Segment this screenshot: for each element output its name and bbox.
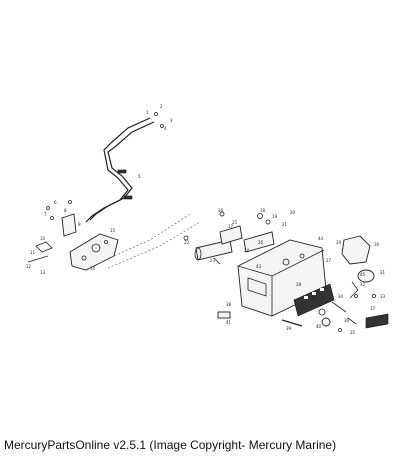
part-number-1: 1: [146, 110, 149, 115]
part-number-6: 6: [54, 200, 57, 205]
part-number-40: 40: [316, 324, 322, 329]
part-number-26: 26: [258, 240, 264, 245]
right-side-parts: [331, 235, 389, 329]
part-number-23: 23: [210, 258, 216, 263]
decal-panel: [293, 283, 335, 317]
part-number-15: 15: [110, 228, 116, 233]
linkage-parts: [183, 211, 275, 265]
part-number-38: 38: [226, 302, 232, 307]
left-bracket-assembly: [27, 200, 77, 263]
part-number-29: 29: [336, 240, 342, 245]
part-number-28: 28: [296, 282, 302, 287]
part-number-41: 41: [226, 320, 232, 325]
part-number-21: 21: [282, 222, 288, 227]
part-number-39: 39: [286, 326, 292, 331]
throttle-plate: [69, 233, 119, 271]
part-number-27: 27: [326, 258, 332, 263]
part-number-37: 37: [370, 306, 376, 311]
part-number-44: 44: [318, 236, 324, 241]
part-number-22: 22: [184, 240, 190, 245]
part-number-10: 10: [40, 236, 46, 241]
part-number-2: 2: [160, 104, 163, 109]
part-number-35: 35: [350, 330, 356, 335]
part-number-30: 30: [374, 242, 380, 247]
part-number-labels: 1234567891011121314151617181920212223242…: [26, 104, 386, 335]
part-number-33: 33: [380, 294, 386, 299]
part-number-36: 36: [344, 318, 350, 323]
control-cables: [85, 112, 164, 223]
part-number-34: 34: [338, 294, 344, 299]
part-number-16: 16: [218, 208, 224, 213]
copyright-caption: MercuryPartsOnline v2.5.1 (Image Copyrig…: [4, 438, 337, 452]
part-number-9: 9: [78, 222, 81, 227]
part-number-24: 24: [244, 248, 250, 253]
part-number-3: 3: [170, 118, 173, 123]
part-number-43: 43: [256, 264, 262, 269]
part-number-19: 19: [272, 214, 278, 219]
part-number-11: 11: [30, 250, 36, 255]
connection-lines: [99, 213, 201, 269]
part-number-4: 4: [164, 126, 167, 131]
part-number-45: 45: [360, 272, 366, 277]
part-number-12: 12: [26, 264, 32, 269]
part-number-25: 25: [232, 220, 238, 225]
part-number-17: 17: [228, 224, 234, 229]
parts-exploded-diagram: 1234567891011121314151617181920212223242…: [26, 104, 389, 335]
part-number-14: 14: [90, 266, 96, 271]
part-number-32: 32: [360, 282, 366, 287]
bottom-loose-parts: [217, 308, 342, 332]
part-number-31: 31: [380, 270, 386, 275]
part-number-8: 8: [64, 208, 67, 213]
part-number-7: 7: [44, 212, 47, 217]
part-number-42: 42: [312, 296, 318, 301]
part-number-13: 13: [40, 270, 46, 275]
part-number-20: 20: [290, 210, 296, 215]
part-number-5: 5: [138, 174, 141, 179]
part-number-18: 18: [260, 208, 266, 213]
